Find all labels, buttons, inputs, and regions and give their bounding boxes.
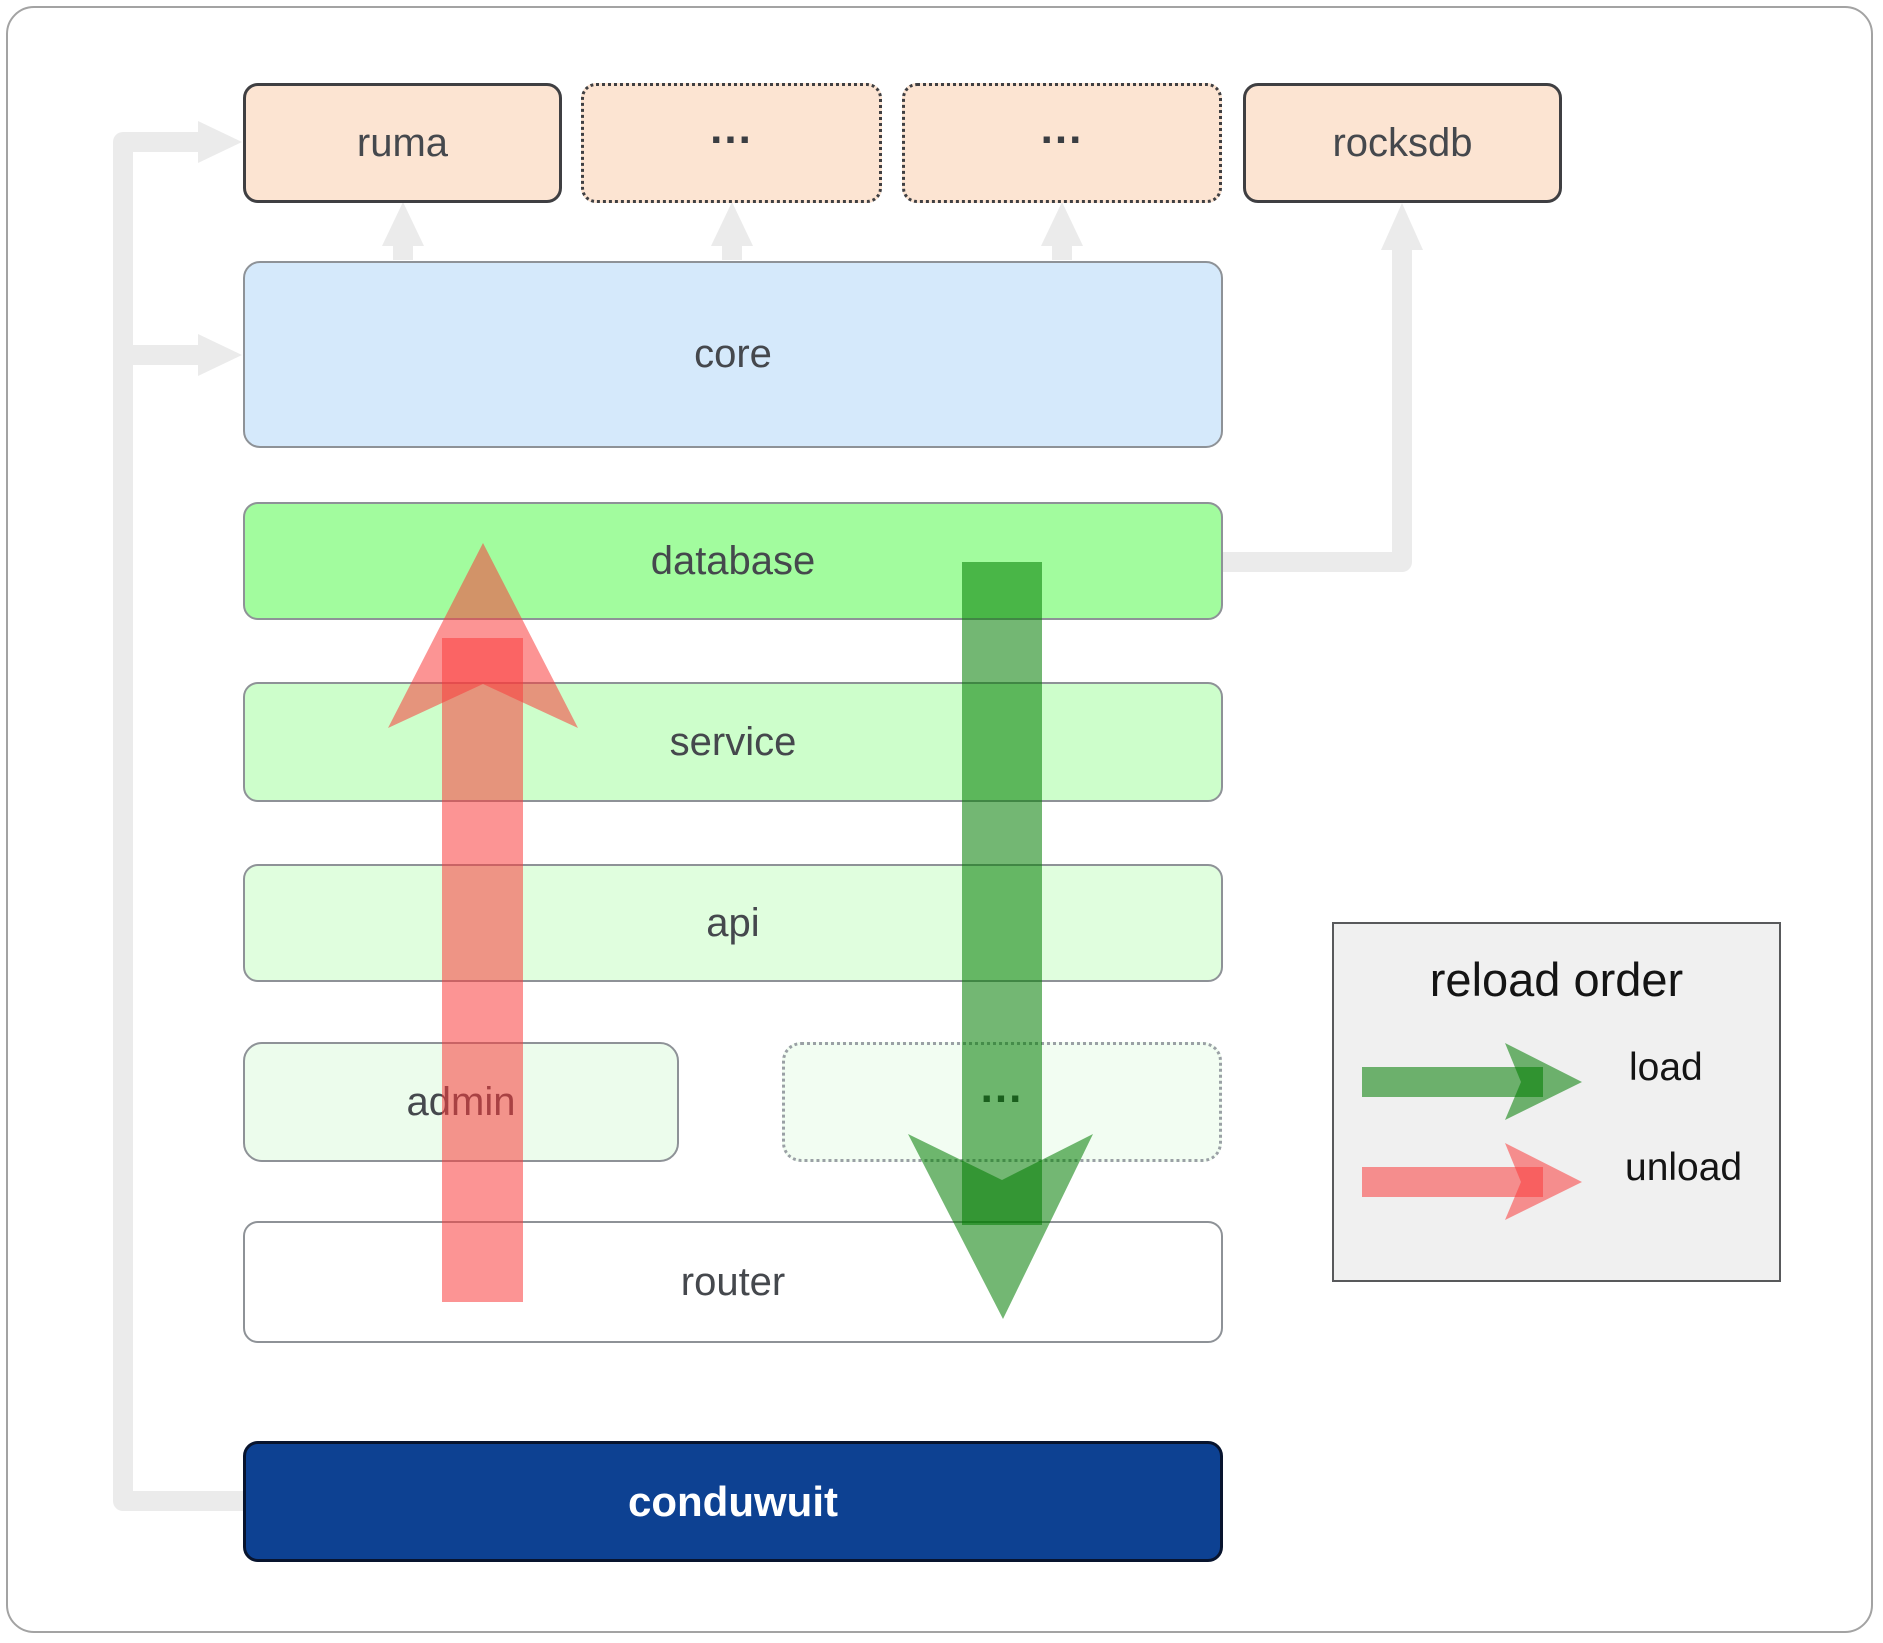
node-core-label: core: [694, 332, 772, 376]
node-admin-ellipsis-label: ...: [980, 1063, 1024, 1112]
node-ruma: ruma: [243, 83, 562, 203]
node-service: service: [243, 682, 1223, 802]
page-border: [6, 6, 1873, 1633]
node-router: router: [243, 1221, 1223, 1343]
node-core: core: [243, 261, 1223, 448]
node-ellipsis-2: ...: [902, 83, 1222, 203]
node-rocksdb: rocksdb: [1243, 83, 1562, 203]
legend-title: reload order: [1429, 953, 1684, 1006]
node-rocksdb-label: rocksdb: [1332, 120, 1473, 165]
node-ruma-label: ruma: [356, 120, 449, 165]
node-api: api: [243, 864, 1223, 982]
node-ellipsis-1: ...: [581, 83, 882, 203]
legend-reload-order: reload order load unload: [1332, 922, 1781, 1282]
legend-unload-label: unload: [1625, 1146, 1743, 1189]
node-admin: admin: [243, 1042, 679, 1162]
node-ellipsis-1-label: ...: [710, 104, 753, 153]
node-conduwuit: conduwuit: [243, 1441, 1223, 1562]
node-conduwuit-label: conduwuit: [628, 1477, 838, 1525]
node-service-label: service: [669, 719, 797, 764]
node-ellipsis-2-label: ...: [1040, 104, 1084, 153]
node-admin-label: admin: [406, 1079, 516, 1124]
node-database: database: [243, 502, 1223, 620]
node-api-label: api: [706, 900, 760, 945]
legend-load-label: load: [1629, 1046, 1703, 1089]
node-database-label: database: [650, 538, 816, 583]
node-router-label: router: [680, 1259, 786, 1304]
node-admin-ellipsis: ...: [782, 1042, 1222, 1162]
